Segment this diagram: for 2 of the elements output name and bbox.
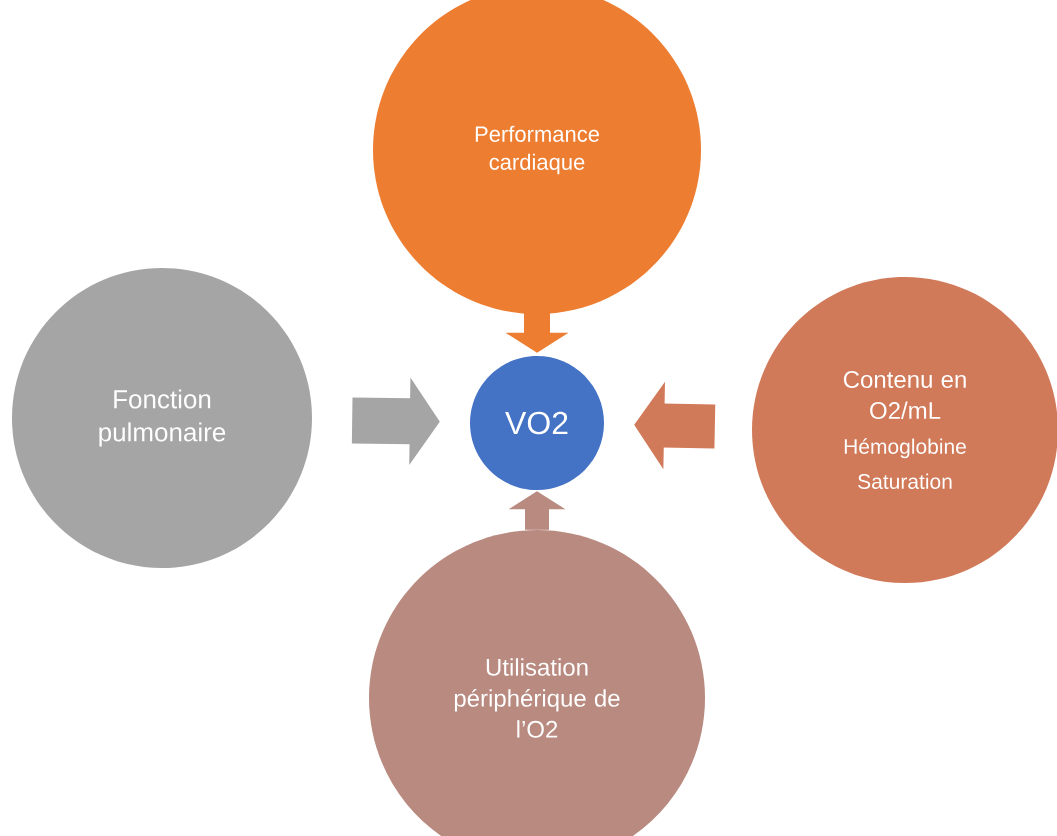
circle-node: Fonction pulmonaire (12, 268, 312, 568)
circle-node: VO2 (470, 356, 604, 490)
